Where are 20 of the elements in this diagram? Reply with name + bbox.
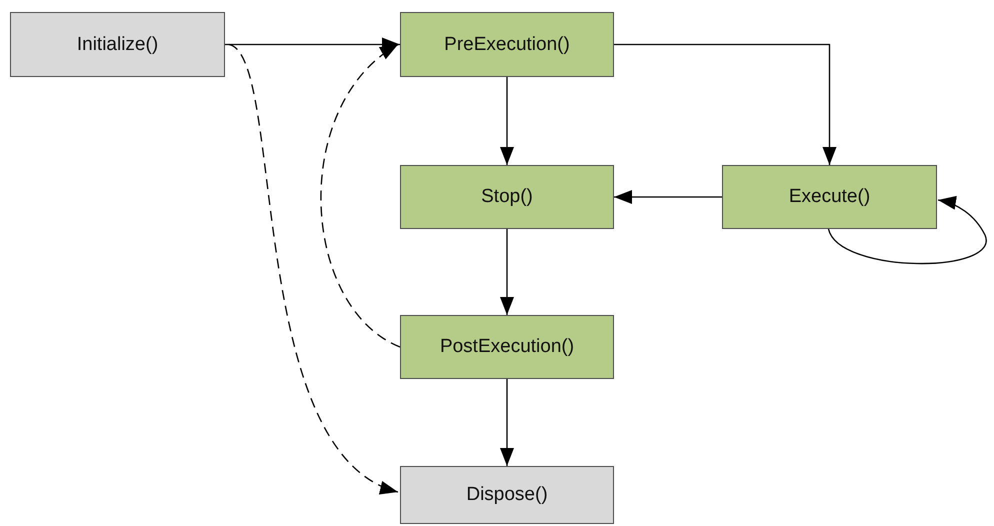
arrow <box>500 77 514 165</box>
box-label: PostExecution() <box>440 336 574 358</box>
arrow <box>500 229 514 315</box>
process-box <box>10 12 225 77</box>
arrow <box>500 379 514 466</box>
arrow <box>228 44 398 493</box>
box-label: Stop() <box>481 186 533 208</box>
arrow <box>320 44 400 348</box>
arrow <box>828 196 986 264</box>
box-label: PreExecution() <box>444 34 570 56</box>
process-box <box>400 12 614 77</box>
box-label: Execute() <box>788 186 870 208</box>
arrow <box>614 190 722 204</box>
arrow <box>614 44 836 165</box>
process-box <box>722 165 937 229</box>
process-box <box>400 315 614 379</box>
process-box <box>400 165 614 229</box>
box-label: Dispose() <box>466 484 548 506</box>
box-label: Initialize() <box>76 34 158 56</box>
process-box <box>400 466 614 524</box>
